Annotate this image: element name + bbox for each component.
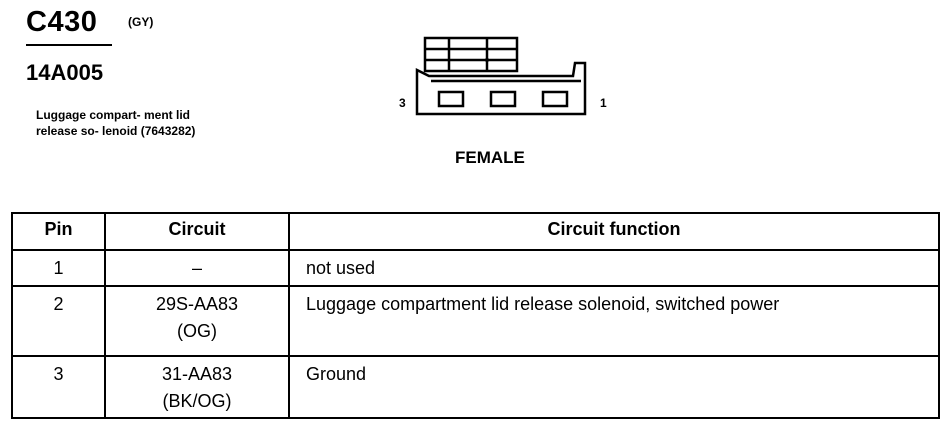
pin-cavity-2 — [489, 90, 517, 108]
connector-face-diagram — [415, 36, 587, 116]
header-circuit-function: Circuit function — [288, 212, 940, 251]
component-description: Luggage compart- ment lid release so- le… — [36, 108, 196, 138]
circuit-cell: 31-AA83 (BK/OG) — [104, 355, 290, 419]
circuit-cell: – — [104, 249, 290, 287]
part-number: 14A005 — [26, 60, 104, 85]
connector-gender-label: FEMALE — [455, 148, 525, 167]
locking-tab — [423, 36, 519, 73]
pin-table: Pin Circuit Circuit function 1 – not use… — [11, 212, 940, 419]
pin-cell: 3 — [11, 355, 106, 419]
connector-id: C430 — [26, 6, 98, 38]
pin-cell: 1 — [11, 249, 106, 287]
pin-cell: 2 — [11, 285, 106, 357]
header-pin: Pin — [11, 212, 106, 251]
pin-cavity-1 — [541, 90, 569, 108]
title-underline — [26, 44, 112, 46]
pin-cavity-3 — [437, 90, 465, 108]
pin-3-label: 3 — [399, 96, 406, 110]
table-row: 2 29S-AA83 (OG) Luggage compartment lid … — [11, 285, 940, 357]
table-row: 3 31-AA83 (BK/OG) Ground — [11, 355, 940, 419]
circuit-cell: 29S-AA83 (OG) — [104, 285, 290, 357]
connector-color-code: (GY) — [128, 15, 154, 29]
function-cell: not used — [288, 249, 940, 287]
function-cell: Ground — [288, 355, 940, 419]
header-circuit: Circuit — [104, 212, 290, 251]
pin-1-label: 1 — [600, 96, 607, 110]
function-cell: Luggage compartment lid release solenoid… — [288, 285, 940, 357]
table-header-row: Pin Circuit Circuit function — [11, 212, 940, 251]
table-row: 1 – not used — [11, 249, 940, 287]
